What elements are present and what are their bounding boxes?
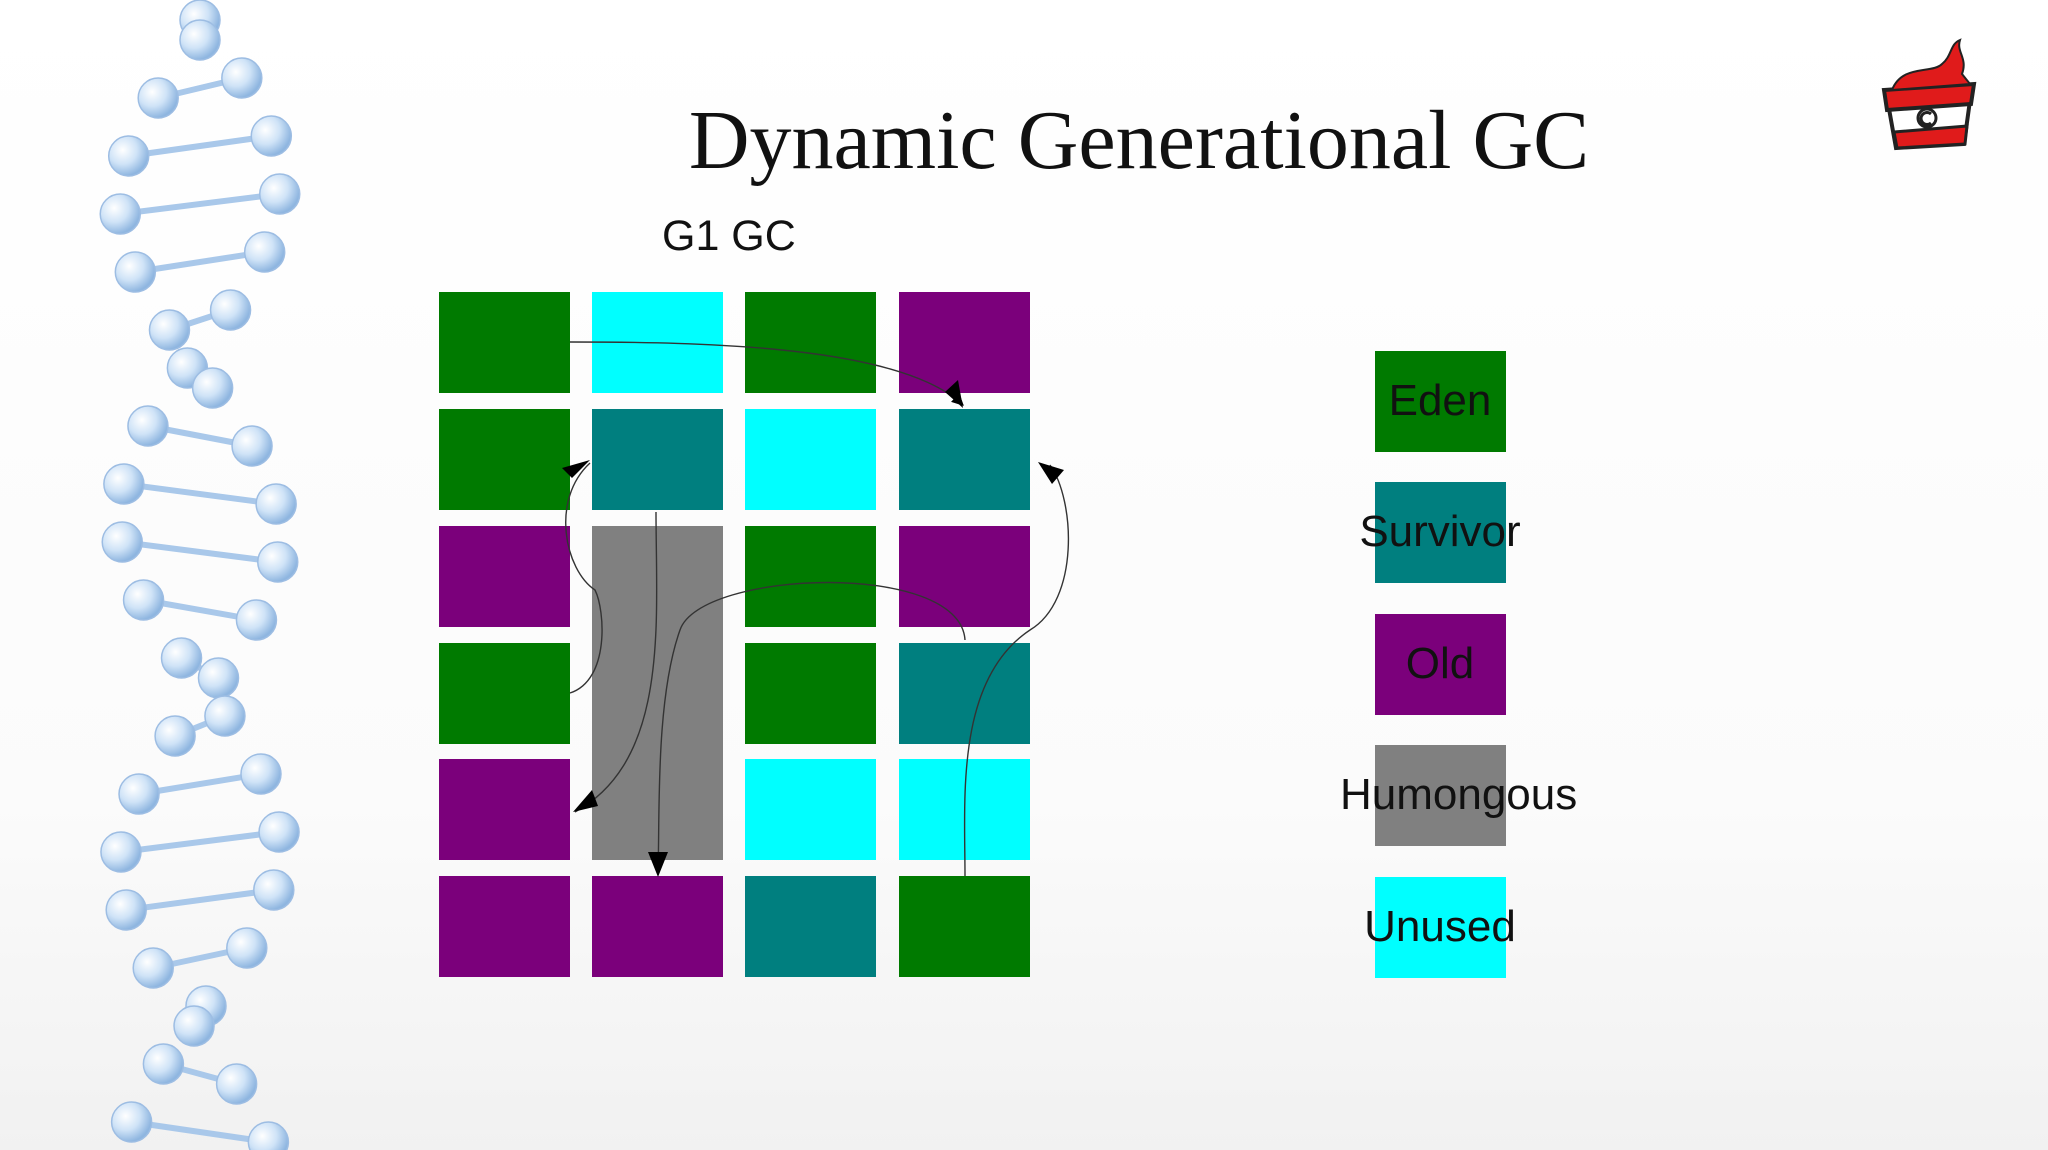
legend-label-unused: Unused <box>1364 902 1516 951</box>
dna-node <box>247 1121 290 1150</box>
dna-node <box>179 19 221 61</box>
dna-node <box>231 425 273 467</box>
humongous-region-span <box>592 526 723 860</box>
arrow-survivor-to-eden-left <box>565 462 603 694</box>
dna-node <box>107 135 150 177</box>
legend-label-eden: Eden <box>1388 376 1492 425</box>
arrow-survivor-down-to-old <box>574 511 658 813</box>
legend-swatch-eden <box>1375 351 1506 452</box>
dna-node <box>258 811 300 853</box>
caffeine-cup-logo-icon <box>1881 38 1977 151</box>
dna-node <box>258 173 301 215</box>
dna-node <box>103 463 145 505</box>
dna-node <box>191 367 234 409</box>
dna-node <box>255 483 297 525</box>
legend-label-old: Old <box>1405 639 1475 688</box>
region-old <box>899 292 1030 393</box>
dna-node <box>118 773 160 815</box>
dna-rung <box>120 829 280 855</box>
arrow-eden-to-old-bottom <box>657 581 966 871</box>
legend-swatch-old <box>1375 614 1506 715</box>
dna-node <box>257 541 299 583</box>
region-survivor <box>592 409 723 510</box>
legend-swatch-survivor <box>1375 482 1506 583</box>
dna-rung <box>131 1119 269 1145</box>
arrowhead <box>562 460 590 478</box>
dna-node <box>137 77 179 119</box>
arrow-eden-bottom-to-survivor <box>963 464 1070 877</box>
dna-node <box>100 831 142 873</box>
region-old <box>439 759 570 860</box>
region-survivor <box>899 643 1030 744</box>
dna-node <box>253 869 295 911</box>
legend-swatch-unused <box>1375 877 1506 978</box>
dna-node <box>226 927 268 969</box>
dna-node <box>142 1043 185 1085</box>
arrowhead <box>945 380 963 408</box>
region-eden <box>439 292 570 393</box>
dna-node <box>148 309 191 351</box>
dna-node <box>114 251 157 293</box>
page-title: Dynamic Generational GC <box>688 94 1590 187</box>
dna-node <box>160 637 203 679</box>
region-eden <box>899 876 1030 977</box>
region-old <box>439 526 570 627</box>
arrowhead <box>1038 462 1064 484</box>
dna-rung <box>134 249 266 275</box>
legend-swatch-humongous <box>1375 745 1506 846</box>
dna-node <box>122 579 165 621</box>
region-eden <box>745 643 876 744</box>
dna-rung <box>125 887 275 913</box>
dna-rung <box>121 539 279 565</box>
dna-node <box>105 889 147 931</box>
dna-rung <box>119 191 281 217</box>
dna-node <box>127 405 169 447</box>
region-eden <box>745 292 876 393</box>
dna-node <box>204 695 246 737</box>
arrowhead <box>573 790 598 812</box>
dna-node <box>101 521 143 563</box>
dna-node <box>240 753 282 795</box>
region-eden <box>745 526 876 627</box>
region-unused <box>745 759 876 860</box>
legend-label-survivor: Survivor <box>1359 507 1521 556</box>
dna-node <box>173 1005 215 1047</box>
legend-label-humongous: Humongous <box>1340 770 1578 819</box>
region-survivor <box>745 876 876 977</box>
dna-node <box>215 1063 258 1105</box>
region-old <box>439 876 570 977</box>
dna-rung <box>123 481 277 507</box>
region-old <box>592 876 723 977</box>
region-eden <box>439 409 570 510</box>
diagram-subtitle: G1 GC <box>662 212 796 260</box>
region-eden <box>439 643 570 744</box>
region-survivor <box>899 409 1030 510</box>
region-unused <box>745 409 876 510</box>
dna-rung <box>128 133 272 159</box>
dna-helix-icon <box>99 0 301 1150</box>
dna-node <box>132 947 174 989</box>
arrowhead <box>648 852 668 877</box>
arrow-eden-to-survivor-top <box>569 341 964 406</box>
dna-node <box>243 231 286 273</box>
dna-node <box>221 57 263 99</box>
dna-node <box>250 115 293 157</box>
dna-node <box>99 193 142 235</box>
region-old <box>899 526 1030 627</box>
dna-node <box>110 1101 153 1143</box>
dna-node <box>154 715 196 757</box>
dna-node <box>235 599 278 641</box>
dna-node <box>209 289 252 331</box>
